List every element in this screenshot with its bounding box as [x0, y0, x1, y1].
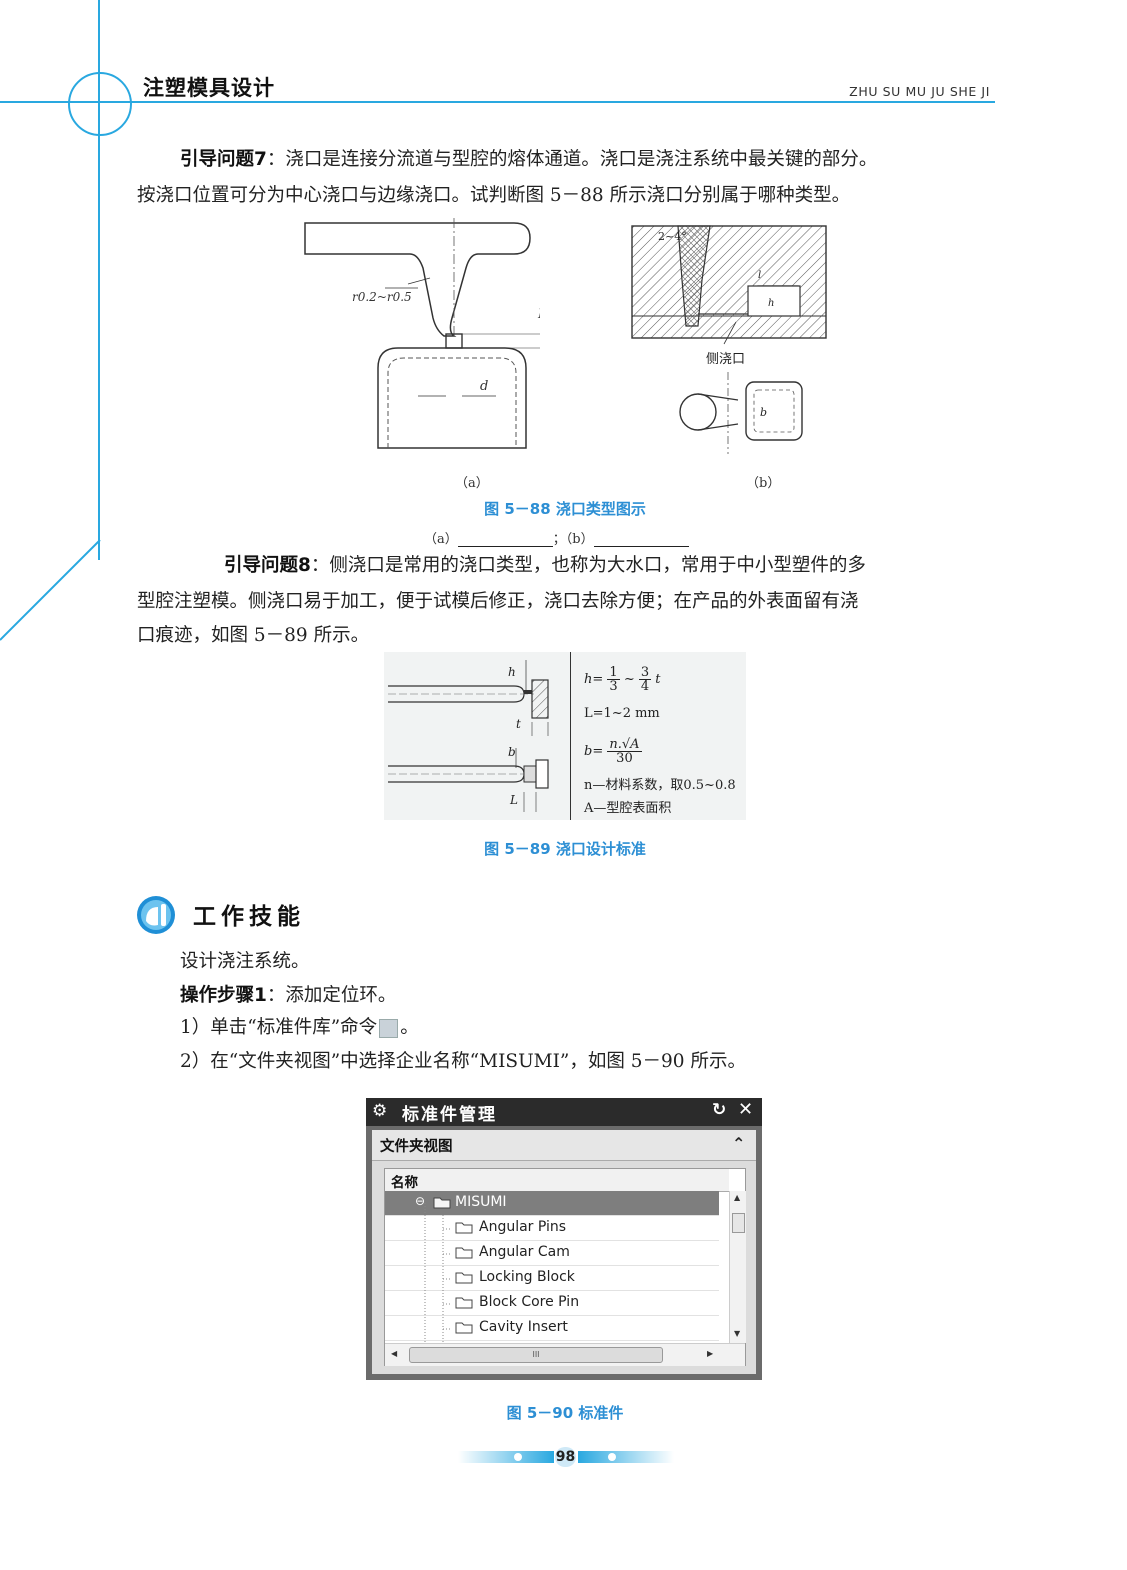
- collapse-icon[interactable]: ⊖: [415, 1194, 426, 1208]
- step1-item2: 2）在“文件夹视图”中选择企业名称“MISUMI”，如图 5－90 所示。: [180, 1051, 746, 1072]
- header-circle-ornament: [68, 72, 132, 136]
- label-side-gate: 侧浇口: [706, 352, 745, 367]
- close-icon[interactable]: ✕: [738, 1099, 754, 1120]
- figure-88b-side-gate: 2~4° l h 侧浇口 b: [631, 225, 827, 454]
- margin-diagonal-line: [0, 540, 101, 641]
- folder-icon: [455, 1297, 473, 1309]
- formula-n: n—材料系数，取0.5~0.8: [584, 778, 736, 793]
- q7-line2: 按浇口位置可分为中心浇口与边缘浇口。试判断图 5－88 所示浇口分别属于哪种类型…: [137, 185, 851, 206]
- fig89-caption: 图 5－89 浇口设计标准: [484, 840, 646, 858]
- fig90-caption: 图 5－90 标准件: [506, 1404, 624, 1422]
- tree-item[interactable]: Cavity Insert: [385, 1316, 719, 1341]
- figure-88a-center-gate: r0.2~r0.5 L d: [304, 218, 540, 449]
- folder-icon: [455, 1322, 473, 1334]
- label-L: L: [537, 307, 540, 322]
- folder-icon: [455, 1222, 473, 1234]
- tree-item[interactable]: Angular Pins: [385, 1216, 719, 1241]
- tree-item[interactable]: Locking Block: [385, 1266, 719, 1291]
- vertical-scrollbar[interactable]: ▲ ▼: [729, 1191, 746, 1343]
- folder-icon: [455, 1272, 473, 1284]
- answer-blank-a[interactable]: [457, 532, 553, 547]
- step1-item1: 1）单击“标准件库”命令。: [180, 1017, 419, 1038]
- q8-label: 引导问题8: [224, 555, 311, 576]
- horizontal-scrollbar[interactable]: ◀ III ▶: [385, 1343, 745, 1366]
- svg-text:t: t: [516, 717, 521, 731]
- scroll-thumb[interactable]: [732, 1213, 745, 1233]
- folder-icon: [433, 1197, 451, 1209]
- work-skill-title: 工作技能: [193, 904, 305, 930]
- reset-icon[interactable]: ↻: [712, 1100, 727, 1120]
- q8-line1: 引导问题8：侧浇口是常用的浇口类型，也称为大水口，常用于中小型塑件的多: [224, 555, 866, 576]
- scroll-h-thumb[interactable]: III: [409, 1347, 663, 1363]
- margin-vertical-line: [98, 0, 100, 560]
- chevron-up-icon[interactable]: ⌃: [732, 1134, 746, 1153]
- work-skill-icon: [137, 896, 175, 934]
- q7-line1: 引导问题7：浇口是连接分流道与型腔的熔体通道。浇口是浇注系统中最关键的部分。: [180, 149, 878, 170]
- tree-item[interactable]: Block Core Pin: [385, 1291, 719, 1316]
- standard-part-dialog: ⚙ 标准件管理 ↻ ✕ 文件夹视图 ⌃ 名称 ⊖ MISUMI Angular …: [366, 1098, 762, 1380]
- skill-intro: 设计浇注系统。: [180, 951, 310, 972]
- scroll-right-arrow-icon[interactable]: ▶: [707, 1349, 714, 1358]
- fig88-sub-a: （a）: [455, 476, 489, 491]
- svg-text:h: h: [768, 298, 774, 309]
- dialog-title-bar: ⚙ 标准件管理 ↻ ✕: [366, 1098, 762, 1126]
- label-angle: 2~4°: [658, 230, 687, 243]
- label-d: d: [480, 379, 488, 394]
- formula-A: A—型腔表面积: [584, 801, 672, 816]
- dialog-title: 标准件管理: [402, 1105, 497, 1125]
- answer-blank-b[interactable]: [593, 532, 689, 547]
- svg-text:h: h: [508, 665, 516, 679]
- fig88-sub-b: （b）: [746, 476, 781, 491]
- book-pinyin: ZHU SU MU JU SHE JI: [849, 84, 990, 99]
- svg-text:b: b: [760, 406, 767, 419]
- scroll-left-arrow-icon[interactable]: ◀: [391, 1349, 398, 1358]
- svg-text:L: L: [509, 793, 518, 807]
- svg-text:l: l: [758, 270, 761, 281]
- formula-L: L=1~2 mm: [584, 706, 660, 721]
- book-title: 注塑模具设计: [143, 76, 275, 100]
- tree-item-misumi[interactable]: ⊖ MISUMI: [385, 1191, 719, 1216]
- folder-view-label: 文件夹视图: [380, 1139, 453, 1155]
- folder-tree: 名称 ⊖ MISUMI Angular Pins Angular Cam: [384, 1168, 746, 1366]
- gear-icon[interactable]: ⚙: [372, 1101, 388, 1121]
- fig88-answer-line: （a）；（b）: [424, 528, 689, 547]
- scroll-down-arrow-icon[interactable]: ▼: [734, 1329, 741, 1338]
- page-number-ornament: [458, 1451, 674, 1463]
- tree-item[interactable]: Angular Cam: [385, 1241, 719, 1266]
- column-header-name[interactable]: 名称: [385, 1169, 729, 1192]
- standard-part-library-icon: [379, 1018, 399, 1038]
- label-r-range: r0.2~r0.5: [352, 290, 412, 304]
- q7-label: 引导问题7: [180, 149, 267, 170]
- tree-connector-lines: [424, 1203, 451, 1343]
- folder-icon: [455, 1247, 473, 1259]
- svg-text:b: b: [508, 745, 516, 759]
- fig88-caption: 图 5－88 浇口类型图示: [484, 500, 646, 518]
- scroll-up-arrow-icon[interactable]: ▲: [734, 1193, 741, 1202]
- step1: 操作步骤1：添加定位环。: [180, 985, 397, 1006]
- folder-view-group[interactable]: 文件夹视图 ⌃: [372, 1130, 756, 1161]
- header-rule: [0, 101, 995, 103]
- q8-line3: 口痕迹，如图 5－89 所示。: [137, 625, 370, 646]
- page-number: 98: [555, 1447, 576, 1467]
- q8-line2: 型腔注塑模。侧浇口易于加工，便于试模后修正，浇口去除方便；在产品的外表面留有浇: [137, 591, 859, 612]
